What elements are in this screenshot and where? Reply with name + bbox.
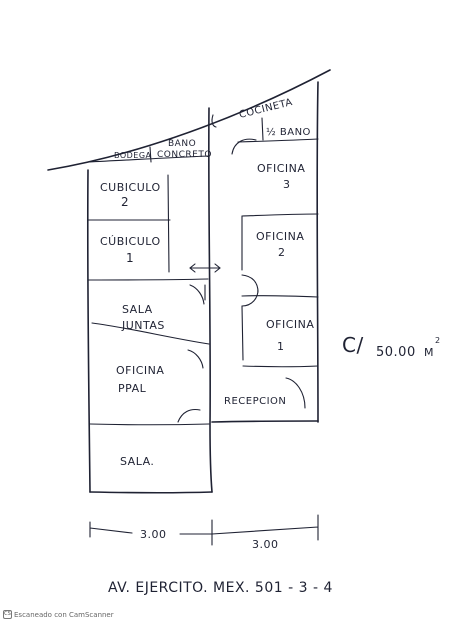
dimension-line-left <box>89 519 213 546</box>
slanted-boundary-line <box>47 69 331 171</box>
center-wall <box>207 107 213 493</box>
label-ppal: PPAL <box>118 382 147 395</box>
cocineta-partition <box>261 117 264 141</box>
label-sala-juntas: SALA <box>122 303 153 316</box>
label-cubiculo1: CÚBICULO <box>100 235 161 248</box>
label-oficina2: OFICINA <box>256 230 304 243</box>
sala-juntas-bottom-wall <box>91 322 210 345</box>
door-arc-oficina1 <box>241 289 259 307</box>
left-wall <box>86 169 91 493</box>
cubiculo-partition-vertical <box>167 174 170 273</box>
scanner-watermark: CS Escaneado con CamScanner <box>3 610 114 619</box>
label-cubiculo2-number: 2 <box>121 195 129 209</box>
door-arc-oficina2 <box>241 274 259 293</box>
door-arc-recepcion <box>285 377 306 409</box>
area-unit: M <box>424 346 434 359</box>
label-oficina2-number: 2 <box>278 246 286 259</box>
cubiculo-partition-2 <box>87 278 209 281</box>
label-cubiculo2: CUBICULO <box>100 181 161 194</box>
reception-bottom-wall <box>211 420 319 423</box>
sala-door-arc <box>177 408 201 423</box>
label-concreto: CONCRETO <box>157 150 212 160</box>
center-door-arrow <box>189 263 221 273</box>
bano-bottom <box>87 155 210 163</box>
oficina-ppal-bottom-wall <box>89 423 210 426</box>
label-cubiculo1-number: 1 <box>126 251 134 265</box>
dimension-line-right <box>211 514 319 541</box>
center-door-arc <box>189 284 205 305</box>
label-medio-bano: ½ BANO <box>266 126 311 138</box>
area-exponent: 2 <box>435 336 441 345</box>
label-bodega: BODEGA <box>114 151 152 160</box>
oficina-ppal-door-arc <box>187 349 204 369</box>
oficina2-bottom-wall <box>241 295 319 298</box>
bottom-wall <box>89 491 213 494</box>
kitchen-door-arc <box>231 138 257 155</box>
right-wall <box>316 81 319 423</box>
label-oficina-ppal: OFICINA <box>116 364 164 377</box>
oficina2-top-wall <box>241 213 319 217</box>
label-oficina1: OFICINA <box>266 318 314 331</box>
scanner-watermark-text: Escaneado con CamScanner <box>14 610 114 619</box>
label-oficina3: OFICINA <box>257 162 305 175</box>
camscanner-logo-icon: CS <box>3 610 12 619</box>
oficina1-bottom-wall <box>242 365 319 368</box>
top-fixture <box>211 114 217 128</box>
address-line: AV. EJERCITO. MEX. 501 - 3 - 4 <box>108 580 333 596</box>
label-oficina1-number: 1 <box>277 340 285 353</box>
medio-bano-bottom <box>237 138 319 143</box>
dimension-left: 3.00 <box>140 528 167 541</box>
label-oficina3-number: 3 <box>283 178 291 191</box>
bodega-partition <box>149 146 152 163</box>
oficina1-left-wall <box>241 305 244 361</box>
dimension-right: 3.00 <box>252 538 279 551</box>
label-sala: SALA. <box>120 455 154 468</box>
area-prefix: C/ <box>342 333 364 357</box>
label-recepcion: RECEPCION <box>224 396 286 407</box>
area-value: 50.00 <box>376 345 416 360</box>
label-juntas: JUNTAS <box>121 319 165 332</box>
label-bano: BANO <box>168 139 196 149</box>
